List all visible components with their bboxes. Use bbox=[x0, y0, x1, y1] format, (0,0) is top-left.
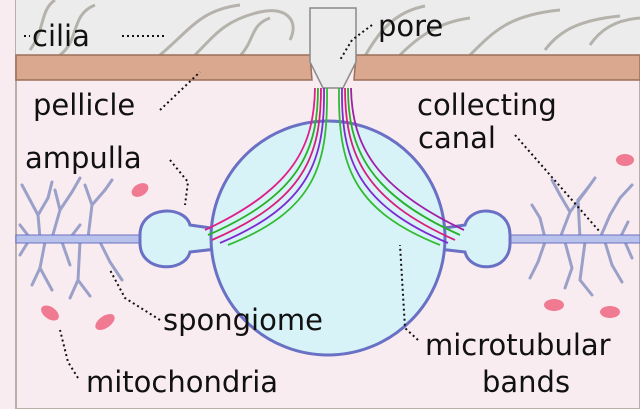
collecting-canal-right bbox=[510, 235, 640, 243]
label-collecting-canal-line2: canal bbox=[418, 121, 496, 155]
label-cilia: cilia bbox=[32, 19, 90, 53]
label-spongiome: spongiome bbox=[163, 303, 323, 337]
label-mitochondria: mitochondria bbox=[86, 365, 278, 399]
label-collecting-canal-line1: collecting bbox=[417, 88, 557, 122]
pellicle-right bbox=[354, 55, 640, 80]
label-pore: pore bbox=[378, 9, 443, 43]
label-microtubular-bands-line2: bands bbox=[482, 365, 570, 399]
pellicle-left bbox=[16, 55, 312, 80]
mitochondrion bbox=[600, 306, 620, 318]
mitochondrion bbox=[616, 154, 634, 166]
label-microtubular-bands-line1: microtubular bbox=[425, 328, 611, 362]
pore bbox=[310, 8, 356, 88]
collecting-canal-left bbox=[16, 235, 142, 243]
label-pellicle: pellicle bbox=[33, 88, 135, 122]
mitochondrion bbox=[544, 299, 564, 311]
label-ampulla: ampulla bbox=[25, 141, 142, 175]
